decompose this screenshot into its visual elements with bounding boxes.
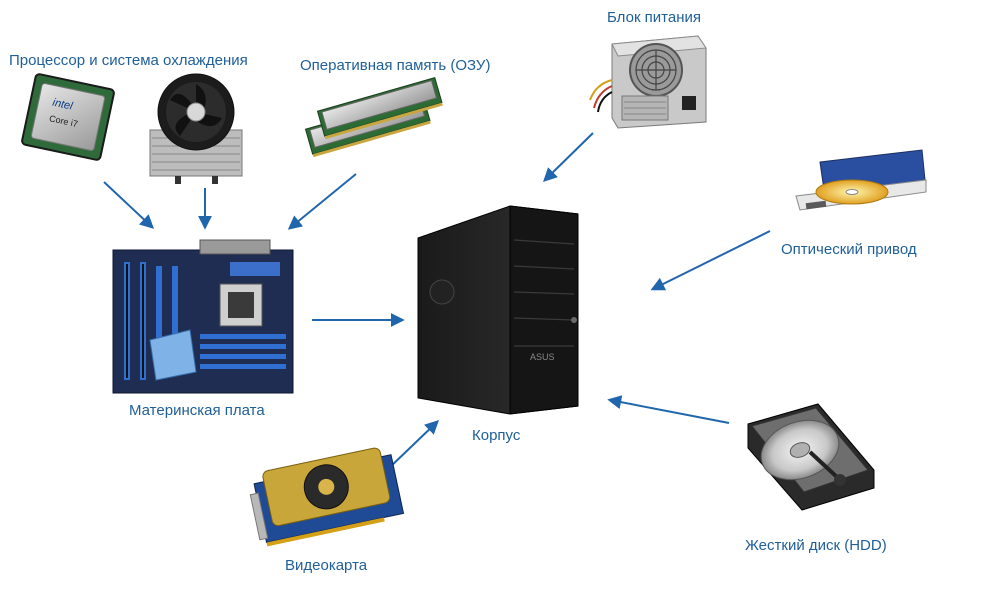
label-hdd: Жесткий диск (HDD) bbox=[745, 537, 887, 554]
arrow-optical-to-case bbox=[650, 230, 771, 291]
arrow-cpu-to-mb bbox=[103, 181, 155, 229]
psu-image bbox=[589, 35, 707, 129]
ram-image bbox=[304, 76, 443, 158]
case-image: ASUS bbox=[417, 205, 579, 415]
label-psu: Блок питания bbox=[607, 9, 701, 26]
label-optical: Оптический привод bbox=[781, 241, 917, 258]
motherboard-image bbox=[112, 239, 294, 394]
arrow-ram-to-mb bbox=[287, 173, 357, 230]
arrows bbox=[103, 132, 771, 470]
label-cpu-cooler: Процессор и система охлаждения bbox=[9, 52, 248, 69]
cpu-brand-text: intel bbox=[51, 97, 74, 113]
label-ram: Оперативная память (ОЗУ) bbox=[300, 57, 491, 74]
optical-drive-image bbox=[795, 149, 927, 211]
label-gpu: Видеокарта bbox=[285, 557, 368, 574]
cooler-image bbox=[149, 73, 243, 184]
label-case: Корпус bbox=[472, 427, 521, 444]
arrow-gpu-to-case bbox=[387, 420, 440, 470]
arrow-psu-to-case bbox=[542, 132, 594, 182]
cpu-image: intel Core i7 bbox=[21, 73, 115, 161]
gpu-image bbox=[249, 447, 405, 547]
arrow-hdd-to-case bbox=[607, 395, 730, 424]
case-brand-text: ASUS bbox=[530, 352, 555, 362]
label-motherboard: Материнская плата bbox=[129, 402, 265, 419]
hdd-image bbox=[747, 403, 875, 511]
